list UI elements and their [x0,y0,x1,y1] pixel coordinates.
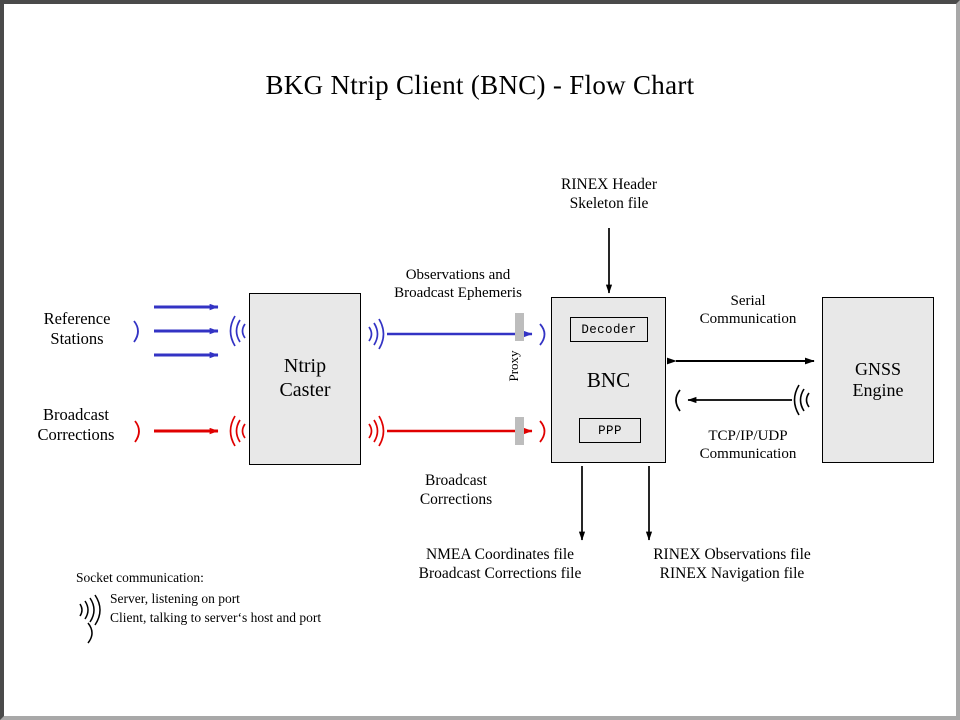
node-bnc-decoder[interactable]: Decoder [570,317,648,342]
label-serial-line1: Serial [730,293,766,309]
label-reference-stations: Reference Stations [22,309,132,349]
server-antenna-icon-caster-out-observations [368,318,385,350]
node-bnc-ppp[interactable]: PPP [579,418,641,443]
label-obs-eph-line1: Observations and [405,267,511,283]
server-antenna-icon-gnss-tcpip [793,384,810,416]
node-ntrip-caster-line1: Ntrip [283,355,327,378]
legend-client-socket-icon [87,622,93,644]
node-bnc-title: BNC [586,367,631,392]
label-serial-communication: Serial Communication [672,292,824,328]
label-rinex-header-line2: Skeleton file [569,194,649,212]
legend-item-server-glyph-spacer [76,591,110,607]
label-output-left-line2: Broadcast Corrections file [418,564,582,582]
label-output-left-line1: NMEA Coordinates file [425,546,575,563]
server-antenna-icon-caster-in-corrections [229,415,246,447]
legend-item-client: Client, talking to server‘s host and por… [76,610,321,626]
label-output-right-line2: RINEX Navigation file [659,564,805,582]
flow-chart-canvas: BKG Ntrip Client (BNC) - Flow Chart [4,4,956,716]
label-broadcast-corrections-link-line2: Corrections [419,490,493,508]
label-output-files-right: RINEX Observations file RINEX Navigation… [636,546,828,583]
label-broadcast-corrections-link-line1: Broadcast [425,472,487,489]
label-reference-stations-line1: Reference [43,309,111,328]
label-observations-and-broadcast-ephemeris: Observations and Broadcast Ephemeris [372,266,544,302]
proxy-bar-lower [515,417,524,445]
label-output-files-left: NMEA Coordinates file Broadcast Correcti… [400,546,600,583]
label-serial-line2: Communication [699,311,797,327]
label-tcpip-communication: TCP/IP/UDP Communication [672,427,824,463]
label-obs-eph-line2: Broadcast Ephemeris [394,285,522,301]
legend: Socket communication: Server, listening … [76,570,321,626]
label-reference-stations-line2: Stations [50,328,104,348]
node-gnss-engine-line2: Engine [852,380,904,400]
node-ntrip-caster-line2: Caster [279,379,331,401]
node-gnss-engine-line1: GNSS [854,358,902,379]
label-broadcast-corrections-source-line2: Corrections [37,424,115,444]
label-broadcast-corrections-link: Broadcast Corrections [386,472,526,509]
legend-item-server-text: Server, listening on port [110,591,240,606]
proxy-label: Proxy [506,350,521,382]
legend-item-client-text: Client, talking to server‘s host and por… [110,610,322,625]
label-tcpip-line1: TCP/IP/UDP [708,428,788,444]
legend-item-client-glyph-spacer [76,610,110,626]
node-ntrip-caster[interactable]: Ntrip Caster [249,293,361,465]
proxy-bar-upper [515,313,524,341]
client-socket-icon-reference-stations [133,320,139,343]
label-rinex-header-line1: RINEX Header [561,176,657,193]
label-broadcast-corrections-source-line1: Broadcast [43,405,109,424]
server-antenna-icon-caster-in-observations [229,315,246,347]
legend-heading: Socket communication: [76,570,204,585]
label-rinex-header-skeleton-file: RINEX Header Skeleton file [531,176,687,213]
node-gnss-engine[interactable]: GNSS Engine [822,297,934,463]
arrow-reference-stations-to-caster [154,303,219,359]
client-socket-icon-bnc-observations [539,323,546,346]
label-broadcast-corrections-source: Broadcast Corrections [16,405,136,445]
page-title: BKG Ntrip Client (BNC) - Flow Chart [265,70,695,100]
client-socket-icon-bnc-tcpip [675,389,681,412]
label-output-right-line1: RINEX Observations file [653,546,811,563]
legend-item-server: Server, listening on port [76,591,321,607]
server-antenna-icon-caster-out-corrections [368,415,385,447]
client-socket-icon-bnc-corrections [539,420,546,443]
label-tcpip-line2: Communication [699,446,797,462]
